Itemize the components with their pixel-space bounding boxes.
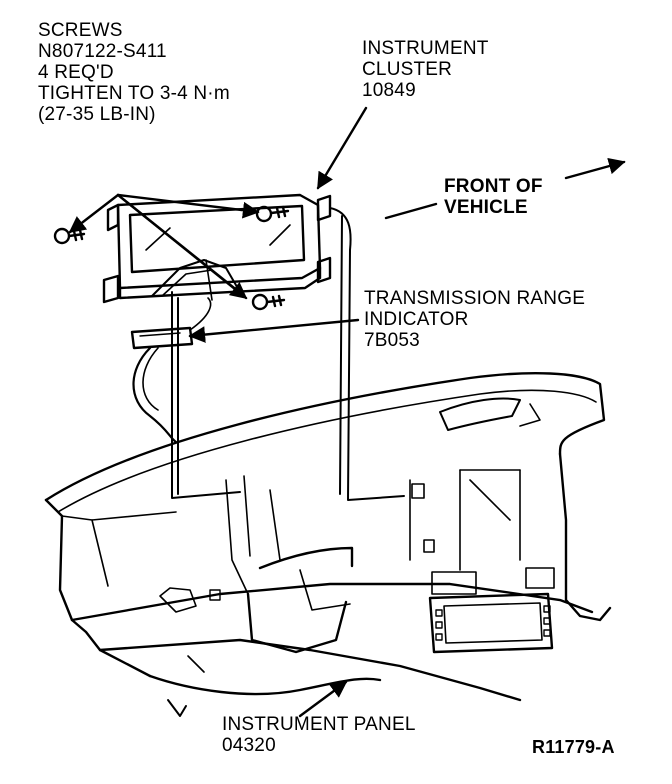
front-of-vehicle-line-2: VEHICLE bbox=[444, 197, 528, 218]
front-of-vehicle-callout: FRONT OF VEHICLE bbox=[444, 176, 543, 218]
instrument-panel-title: INSTRUMENT PANEL bbox=[222, 714, 416, 735]
instrument-panel-callout: INSTRUMENT PANEL 04320 bbox=[222, 714, 416, 756]
instrument-cluster-title-2: CLUSTER bbox=[362, 59, 453, 80]
instrument-cluster-drawing bbox=[102, 193, 332, 304]
instrument-panel-part-number: 04320 bbox=[222, 735, 276, 756]
screws-title: SCREWS bbox=[38, 20, 123, 41]
transmission-range-indicator-leader bbox=[188, 318, 360, 343]
screws-torque-imperial: (27-35 LB-IN) bbox=[38, 104, 156, 125]
screw-icon bbox=[255, 205, 290, 223]
transmission-range-indicator-callout: TRANSMISSION RANGE INDICATOR 7B053 bbox=[364, 288, 585, 351]
transmission-range-indicator-drawing bbox=[130, 297, 212, 444]
instrument-cluster-callout: INSTRUMENT CLUSTER 10849 bbox=[362, 38, 489, 101]
screws-torque-metric: TIGHTEN TO 3-4 N·m bbox=[38, 83, 230, 104]
figure-id: R11779-A bbox=[532, 737, 615, 757]
front-of-vehicle-arrows bbox=[384, 157, 626, 220]
instrument-panel-drawing bbox=[44, 372, 612, 717]
screws-quantity: 4 REQ'D bbox=[38, 62, 114, 83]
screws-part-number: N807122-S411 bbox=[38, 41, 167, 62]
transmission-range-indicator-title-1: TRANSMISSION RANGE bbox=[364, 288, 586, 309]
instrument-cluster-part-number: 10849 bbox=[362, 80, 416, 101]
instrument-panel-leader bbox=[298, 680, 348, 718]
transmission-range-indicator-part-number: 7B053 bbox=[364, 330, 420, 351]
routing-lines bbox=[171, 207, 405, 501]
screws-callout: SCREWS N807122-S411 4 REQ'D TIGHTEN TO 3… bbox=[38, 20, 230, 125]
transmission-range-indicator-title-2: INDICATOR bbox=[364, 309, 469, 330]
screw-icon bbox=[251, 293, 286, 311]
instrument-cluster-leader bbox=[316, 106, 368, 190]
front-of-vehicle-line-1: FRONT OF bbox=[444, 176, 543, 197]
screw-icon bbox=[53, 227, 86, 245]
instrument-cluster-title-1: INSTRUMENT bbox=[362, 38, 489, 59]
